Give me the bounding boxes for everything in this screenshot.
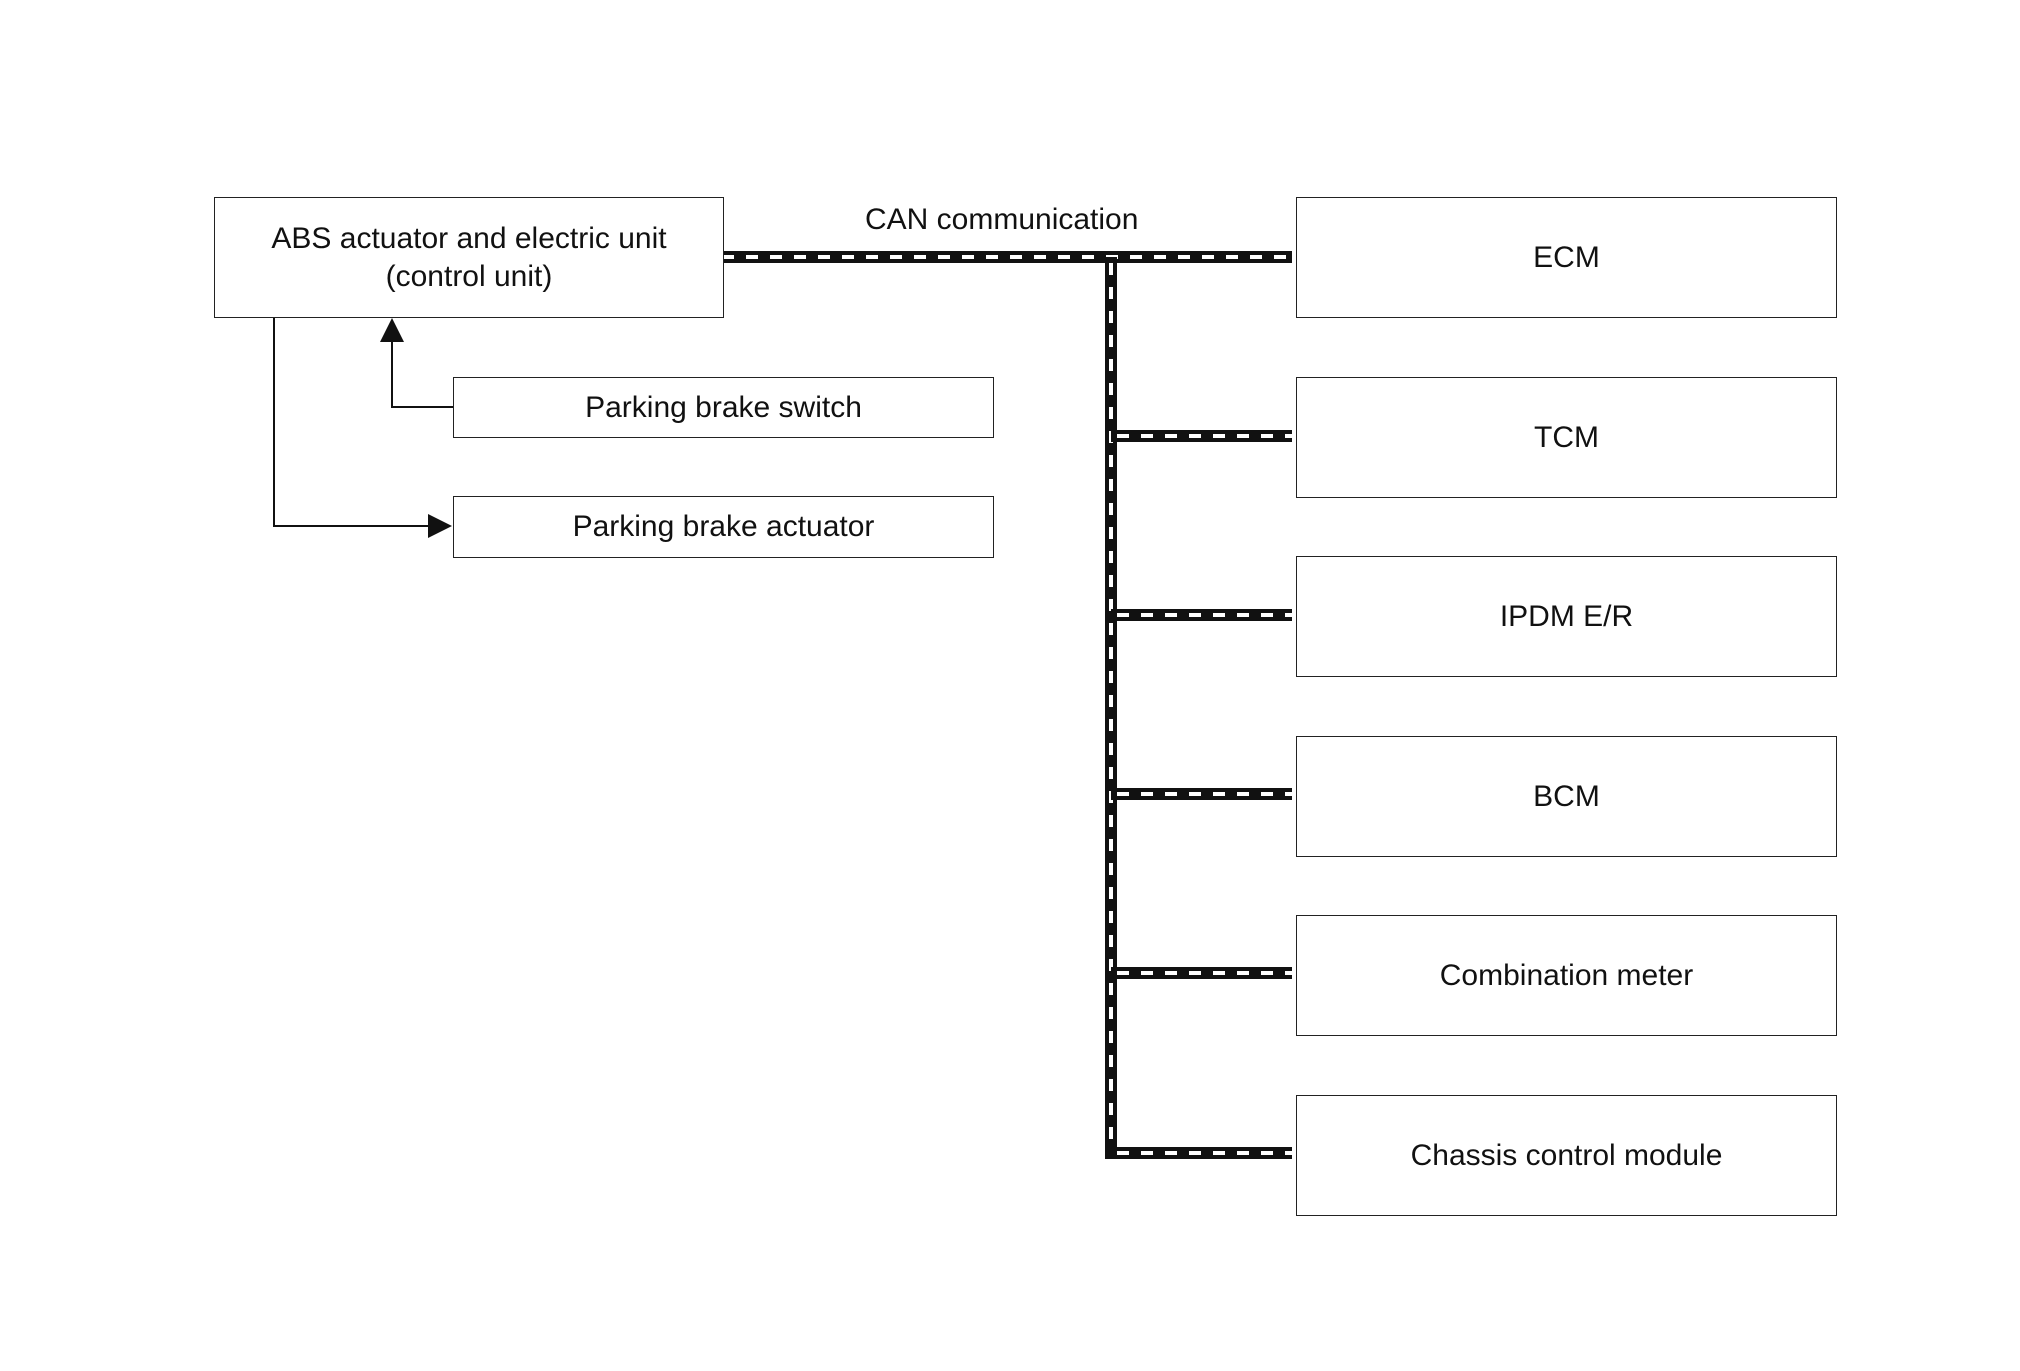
- parking-brake-actuator-label: Parking brake actuator: [572, 510, 875, 543]
- module-box-combination-meter: Combination meter: [1296, 915, 1837, 1036]
- switch-signal-line: [380, 318, 453, 408]
- can-communication-label: CAN communication: [865, 203, 1139, 236]
- abs-control-unit-label: ABS actuator and electric unit (control …: [271, 221, 667, 293]
- module-label-tcm: TCM: [1534, 420, 1599, 454]
- module-box-ipdm-er: IPDM E/R: [1296, 556, 1837, 677]
- parking-brake-actuator-box: Parking brake actuator: [453, 496, 994, 558]
- actuator-signal-line: [273, 317, 452, 538]
- module-label-ipdm-er: IPDM E/R: [1499, 599, 1634, 633]
- module-box-tcm: TCM: [1296, 377, 1837, 498]
- module-label-bcm: BCM: [1533, 779, 1600, 813]
- abs-control-unit-box: ABS actuator and electric unit (control …: [214, 197, 724, 318]
- parking-brake-switch-box: Parking brake switch: [453, 377, 994, 438]
- module-label-combination-meter: Combination meter: [1439, 958, 1694, 992]
- module-box-bcm: BCM: [1296, 736, 1837, 857]
- module-label-ecm: ECM: [1533, 240, 1600, 274]
- module-box-ecm: ECM: [1296, 197, 1837, 318]
- module-label-chassis-control-module: Chassis control module: [1410, 1138, 1723, 1172]
- module-box-chassis-control-module: Chassis control module: [1296, 1095, 1837, 1216]
- parking-brake-switch-label: Parking brake switch: [585, 390, 862, 424]
